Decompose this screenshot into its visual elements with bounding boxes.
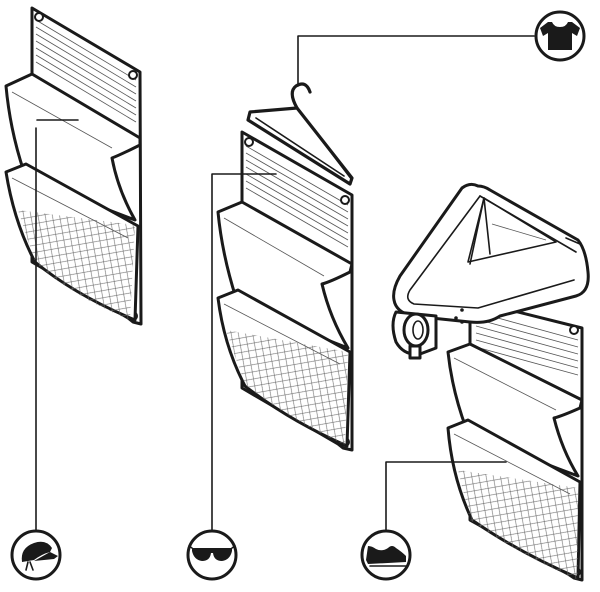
door-clamp bbox=[391, 182, 590, 360]
grommet bbox=[34, 12, 44, 22]
shoe-icon bbox=[366, 546, 407, 567]
grommet bbox=[244, 137, 254, 147]
grommet bbox=[128, 70, 138, 80]
clamp-screw bbox=[402, 312, 430, 348]
upper-pocket-hanger bbox=[216, 200, 354, 350]
organizer-wall bbox=[4, 6, 143, 531]
leader-line-sunglasses bbox=[211, 173, 277, 531]
organizer-clamp bbox=[385, 182, 590, 582]
header-stripes bbox=[35, 19, 137, 123]
upper-pocket-clamp bbox=[446, 342, 584, 478]
leader-line-shoe bbox=[385, 461, 507, 531]
grommet bbox=[569, 325, 579, 335]
clamp-body bbox=[392, 182, 590, 324]
cap-badge bbox=[10, 529, 62, 581]
shoe-badge bbox=[360, 529, 412, 581]
grommet bbox=[340, 195, 350, 205]
cap-icon bbox=[21, 541, 58, 571]
sunglasses-badge bbox=[186, 529, 238, 581]
upper-pocket bbox=[4, 72, 142, 222]
sunglasses-icon bbox=[188, 545, 236, 561]
tshirt-badge bbox=[534, 10, 586, 62]
leader-line-tshirt bbox=[297, 35, 535, 87]
tshirt-icon bbox=[540, 22, 580, 50]
clothes-hanger bbox=[246, 82, 354, 186]
header-stripes-hanger bbox=[245, 145, 349, 248]
